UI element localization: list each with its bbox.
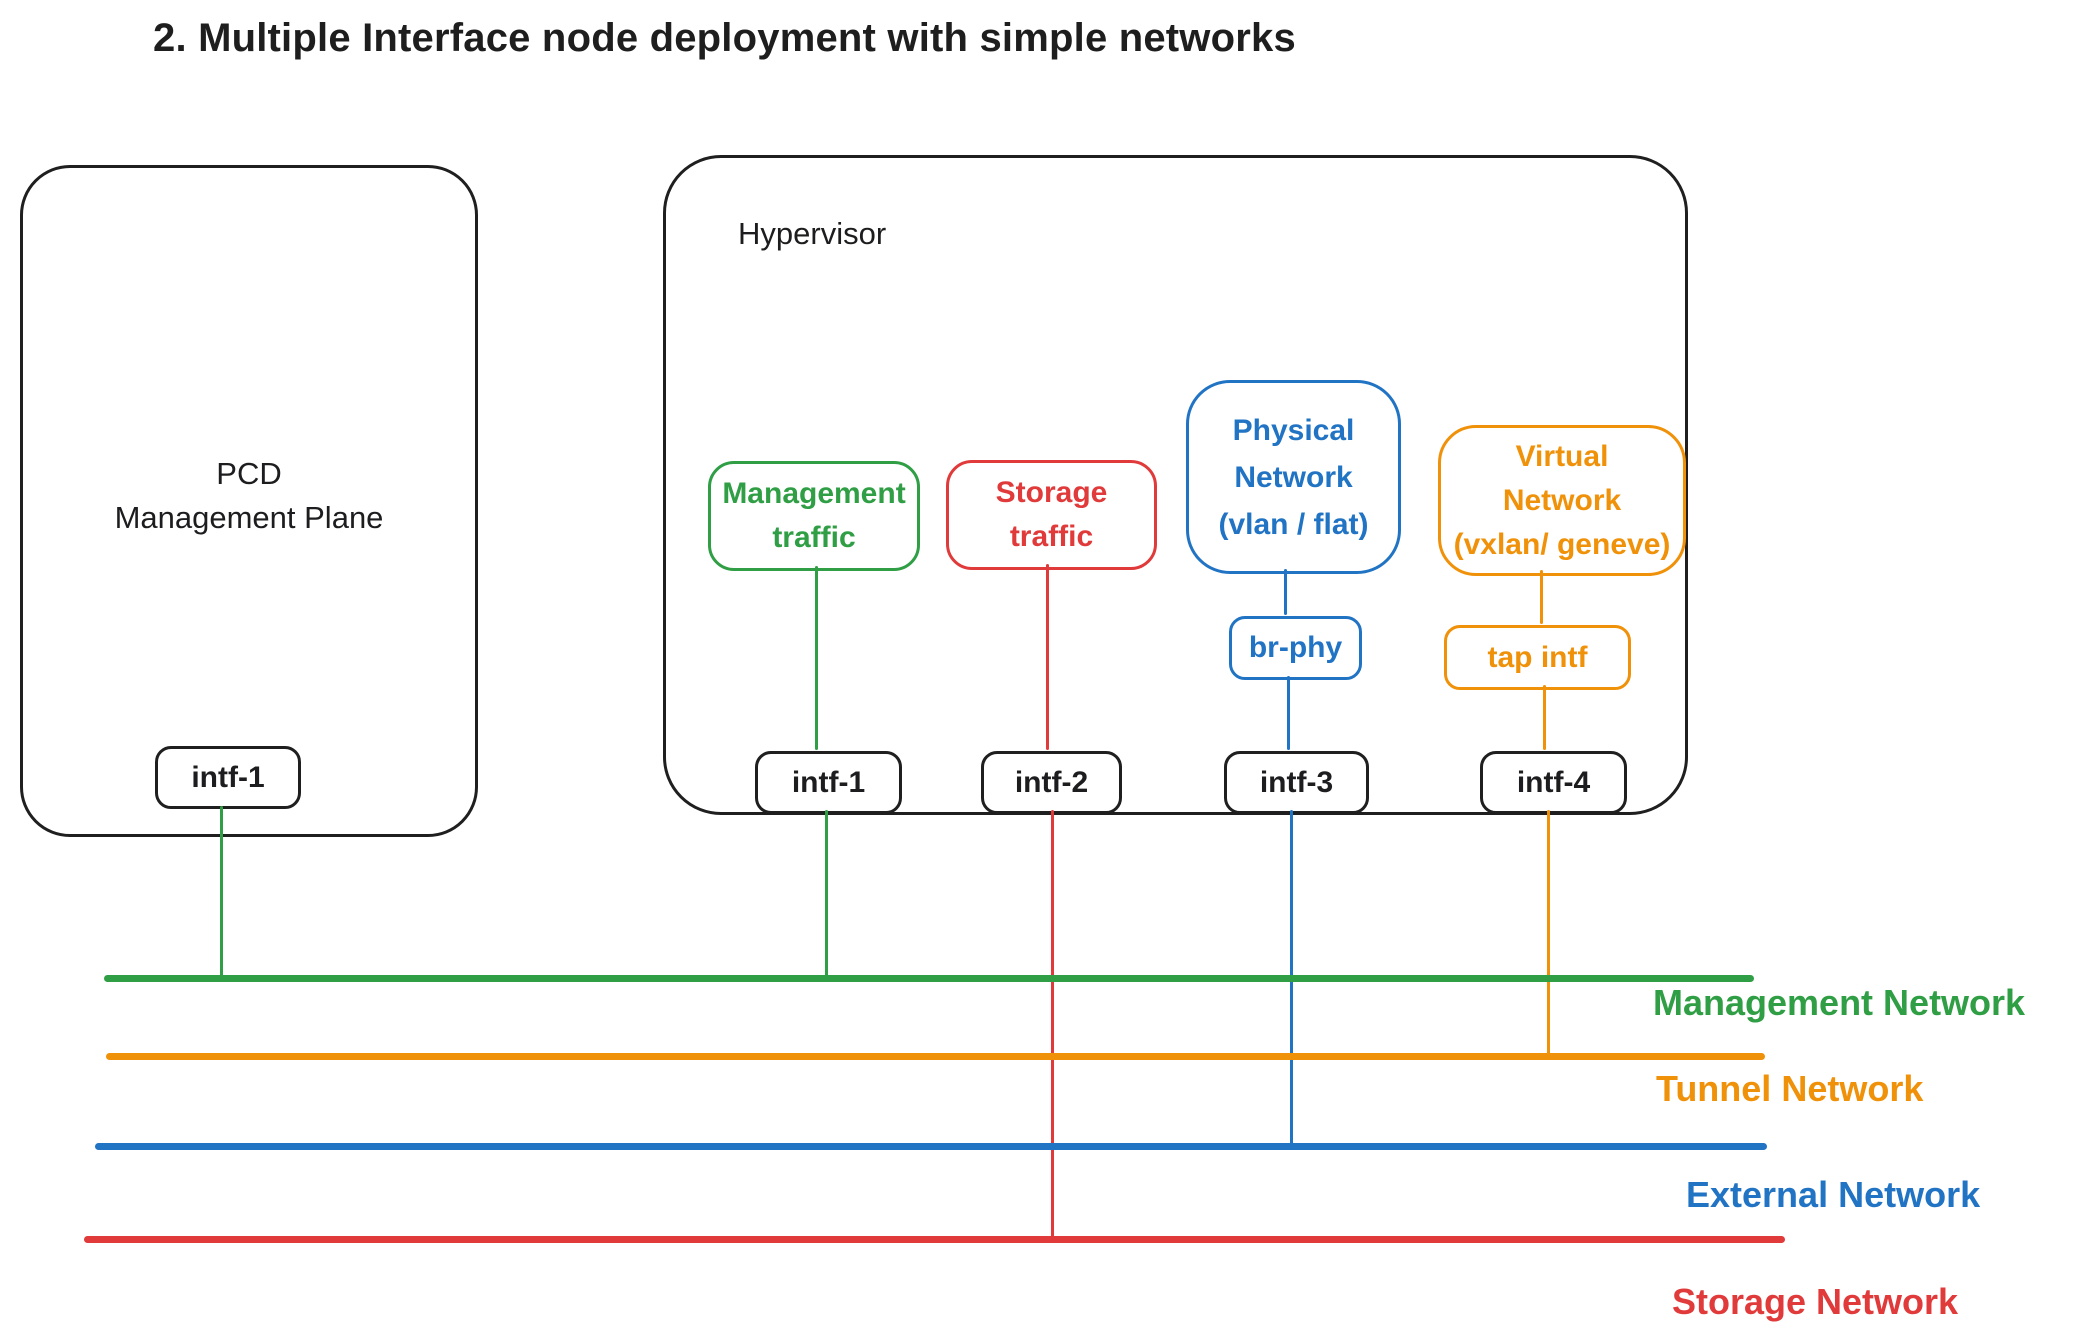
external-network-label: External Network — [1686, 1174, 1981, 1215]
virtual-network-line2: Network — [1502, 483, 1622, 517]
tap-intf-label: tap intf — [1487, 640, 1588, 674]
storage-traffic-line2: traffic — [1009, 520, 1094, 553]
hypervisor-intf-2-box: intf-2 — [981, 751, 1122, 814]
connector-virtual-network-to-tap-intf — [1540, 570, 1543, 624]
management-network-line — [104, 975, 1754, 982]
pcd-title-line2: Management Plane — [114, 500, 384, 535]
hypervisor-intf-2-label: intf-2 — [1014, 765, 1089, 799]
physical-network-line3: (vlan / flat) — [1218, 507, 1369, 541]
tunnel-network-label: Tunnel Network — [1656, 1068, 1924, 1109]
pcd-intf-1-box: intf-1 — [155, 746, 301, 809]
management-traffic-line2: traffic — [772, 521, 856, 554]
connector-br-phy-to-intf3 — [1287, 676, 1290, 750]
hypervisor-intf-1-label: intf-1 — [791, 765, 866, 799]
connector-storage-traffic-to-intf2 — [1046, 564, 1049, 750]
physical-network-line2: Network — [1234, 460, 1353, 494]
storage-traffic-box: Storage traffic — [946, 460, 1157, 570]
connector-intf4-to-tunnel-network — [1547, 810, 1550, 1059]
storage-traffic-line1: Storage — [995, 476, 1108, 509]
management-traffic-box: Management traffic — [708, 461, 920, 571]
hypervisor-label: Hypervisor — [738, 216, 887, 251]
external-network-line — [95, 1143, 1767, 1150]
pcd-intf-1-label: intf-1 — [191, 760, 265, 794]
physical-network-box: Physical Network (vlan / flat) — [1186, 380, 1401, 574]
pcd-title-line1: PCD — [216, 456, 282, 491]
hypervisor-intf-3-label: intf-3 — [1259, 765, 1334, 799]
hypervisor-intf-4-box: intf-4 — [1480, 751, 1627, 814]
br-phy-box: br-phy — [1229, 616, 1362, 680]
connector-intf1-to-management-network — [825, 810, 828, 982]
management-traffic-line1: Management — [722, 477, 906, 510]
storage-network-label: Storage Network — [1672, 1281, 1959, 1322]
pcd-management-plane-box: PCD Management Plane intf-1 — [20, 165, 478, 837]
connector-intf2-to-storage-network — [1051, 810, 1054, 1242]
hypervisor-intf-4-label: intf-4 — [1516, 765, 1591, 799]
tap-intf-box: tap intf — [1444, 625, 1631, 690]
virtual-network-line3: (vxlan/ geneve) — [1453, 527, 1671, 561]
tunnel-network-line — [106, 1053, 1765, 1060]
management-network-label: Management Network — [1653, 982, 2026, 1023]
hypervisor-box: Hypervisor Management traffic Storage tr… — [663, 155, 1688, 815]
connector-physical-network-to-br-phy — [1284, 569, 1287, 615]
connector-management-traffic-to-intf1 — [815, 566, 818, 750]
virtual-network-box: Virtual Network (vxlan/ geneve) — [1438, 425, 1686, 576]
hypervisor-intf-3-box: intf-3 — [1224, 751, 1369, 814]
connector-pcd-intf1-to-management-network — [220, 806, 223, 982]
virtual-network-line1: Virtual — [1515, 439, 1609, 473]
hypervisor-intf-1-box: intf-1 — [755, 751, 902, 814]
br-phy-label: br-phy — [1248, 631, 1343, 664]
pcd-title: PCD Management Plane — [23, 452, 475, 540]
connector-tap-intf-to-intf4 — [1543, 685, 1546, 750]
storage-network-line — [84, 1236, 1785, 1243]
diagram-title: 2. Multiple Interface node deployment wi… — [153, 16, 1296, 60]
physical-network-line1: Physical — [1232, 413, 1355, 447]
